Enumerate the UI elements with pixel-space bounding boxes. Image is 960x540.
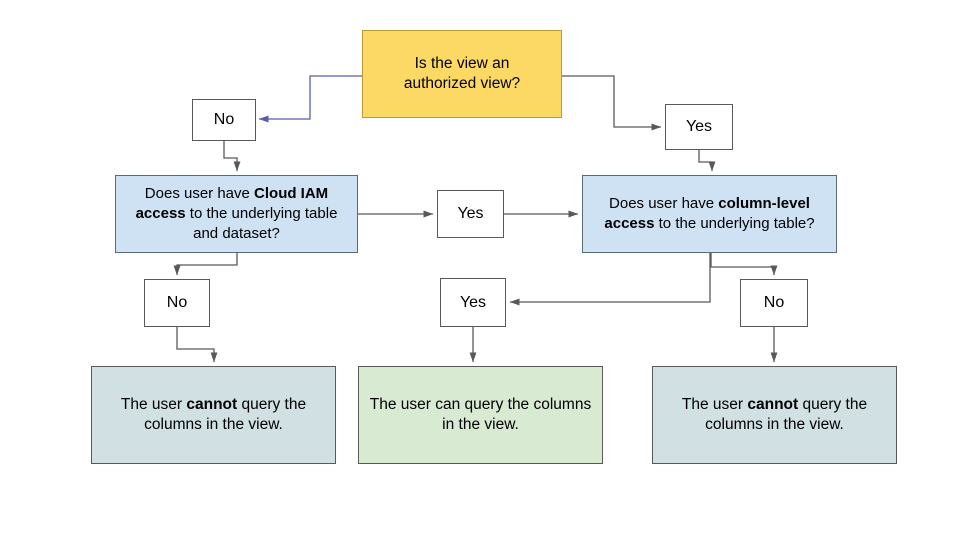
branch-label-no-authorized-view[interactable]: No — [192, 99, 256, 141]
outcome-node-cannot-query-left-label: The user cannot query the columns in the… — [120, 395, 307, 433]
outcome-node-cannot-query-left[interactable]: The user cannot query the columns in the… — [91, 366, 336, 464]
decision-node-column-level-access[interactable]: Does user have column-level access to th… — [582, 175, 837, 253]
decision-node-column-level-access-label: Does user have column-level access to th… — [604, 195, 815, 232]
edge-columnlevel-to-yes — [509, 253, 711, 306]
outcome-node-cannot-query-right[interactable]: The user cannot query the columns in the… — [652, 366, 897, 464]
branch-label-no-cloud-iam-access[interactable]: No — [144, 279, 210, 327]
branch-label-no-column-level-access[interactable]: No — [740, 279, 808, 327]
branch-label-yes-authorized-view[interactable]: Yes — [665, 104, 733, 150]
decision-node-cloud-iam-access[interactable]: Does user have Cloud IAM access to the u… — [115, 175, 358, 253]
outcome-node-can-query[interactable]: The user can query the columns in the vi… — [358, 366, 603, 464]
edge-no-to-iam — [223, 141, 241, 172]
edge-no-to-outcome-left — [176, 327, 218, 363]
outcome-node-cannot-query-right-label: The user cannot query the columns in the… — [681, 395, 868, 433]
edge-root-to-no — [258, 75, 362, 123]
edge-iam-to-no — [173, 253, 238, 276]
branch-label-yes-cloud-iam-access[interactable]: Yes — [437, 190, 504, 238]
edge-root-to-yes — [562, 75, 662, 131]
branch-label-yes-column-level-access[interactable]: Yes — [440, 278, 506, 327]
decision-node-cloud-iam-access-label: Does user have Cloud IAM access to the u… — [135, 185, 338, 242]
outcome-node-can-query-label: The user can query the columns in the vi… — [369, 395, 592, 433]
edge-yes-to-columnlevel — [698, 150, 716, 172]
edge-columnlevel-to-no — [710, 253, 778, 276]
